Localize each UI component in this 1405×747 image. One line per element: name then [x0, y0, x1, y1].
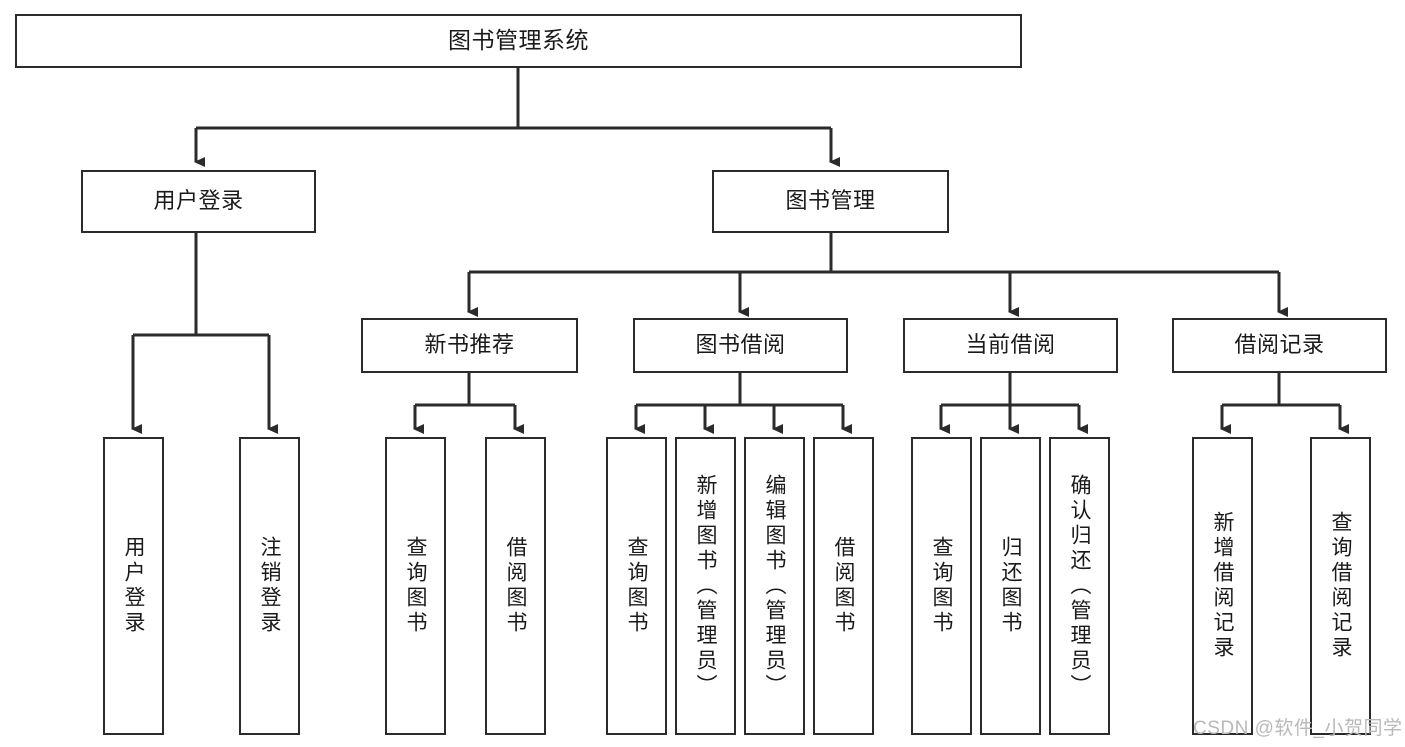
- leaf-current-borrow-query[interactable]: 查询图书: [911, 437, 972, 735]
- leaf-book-borrow-query[interactable]: 查询图书: [606, 437, 667, 735]
- node-label: 归还图书: [999, 536, 1022, 636]
- node-label: 借阅图书: [504, 536, 527, 636]
- node-new-book-recommend[interactable]: 新书推荐: [361, 318, 578, 373]
- node-label: 注销登录: [258, 536, 281, 636]
- node-label: 用户登录: [153, 188, 244, 214]
- leaf-book-borrow-add[interactable]: 新增图书（管理员）: [675, 437, 736, 735]
- leaf-current-borrow-confirm-return[interactable]: 确认归还（管理员）: [1049, 437, 1110, 735]
- node-book-management[interactable]: 图书管理: [712, 170, 949, 233]
- node-label: 新书推荐: [424, 332, 515, 358]
- node-label: 新增借阅记录: [1211, 511, 1234, 661]
- node-label: 用户登录: [122, 536, 145, 636]
- node-borrow-record[interactable]: 借阅记录: [1172, 318, 1387, 373]
- leaf-borrow-record-query[interactable]: 查询借阅记录: [1310, 437, 1371, 735]
- node-label: 查询图书: [404, 536, 427, 636]
- node-book-borrow[interactable]: 图书借阅: [633, 318, 848, 373]
- leaf-current-borrow-return[interactable]: 归还图书: [980, 437, 1041, 735]
- node-label: 编辑图书（管理员）: [763, 473, 786, 699]
- node-user-login[interactable]: 用户登录: [81, 170, 316, 233]
- node-current-borrow[interactable]: 当前借阅: [903, 318, 1118, 373]
- node-label: 查询图书: [930, 536, 953, 636]
- leaf-book-borrow-edit[interactable]: 编辑图书（管理员）: [744, 437, 805, 735]
- leaf-user-login-login[interactable]: 用户登录: [103, 437, 164, 735]
- node-label: 图书管理: [785, 188, 876, 214]
- leaf-user-login-logout[interactable]: 注销登录: [239, 437, 300, 735]
- node-label: 借阅记录: [1234, 332, 1325, 358]
- node-root-book-management-system[interactable]: 图书管理系统: [15, 14, 1022, 68]
- csdn-watermark: CSDN @软件_小贺同学: [1193, 718, 1403, 739]
- leaf-new-book-query[interactable]: 查询图书: [385, 437, 446, 735]
- node-label: 确认归还（管理员）: [1068, 473, 1091, 699]
- leaf-book-borrow-borrow[interactable]: 借阅图书: [813, 437, 874, 735]
- node-label: 新增图书（管理员）: [694, 473, 717, 699]
- node-label: 查询借阅记录: [1329, 511, 1352, 661]
- leaf-new-book-borrow[interactable]: 借阅图书: [485, 437, 546, 735]
- leaf-borrow-record-add[interactable]: 新增借阅记录: [1192, 437, 1253, 735]
- node-label: 图书借阅: [695, 332, 786, 358]
- node-label: 图书管理系统: [448, 27, 589, 54]
- node-label: 查询图书: [625, 536, 648, 636]
- node-label: 借阅图书: [832, 536, 855, 636]
- node-label: 当前借阅: [965, 332, 1056, 358]
